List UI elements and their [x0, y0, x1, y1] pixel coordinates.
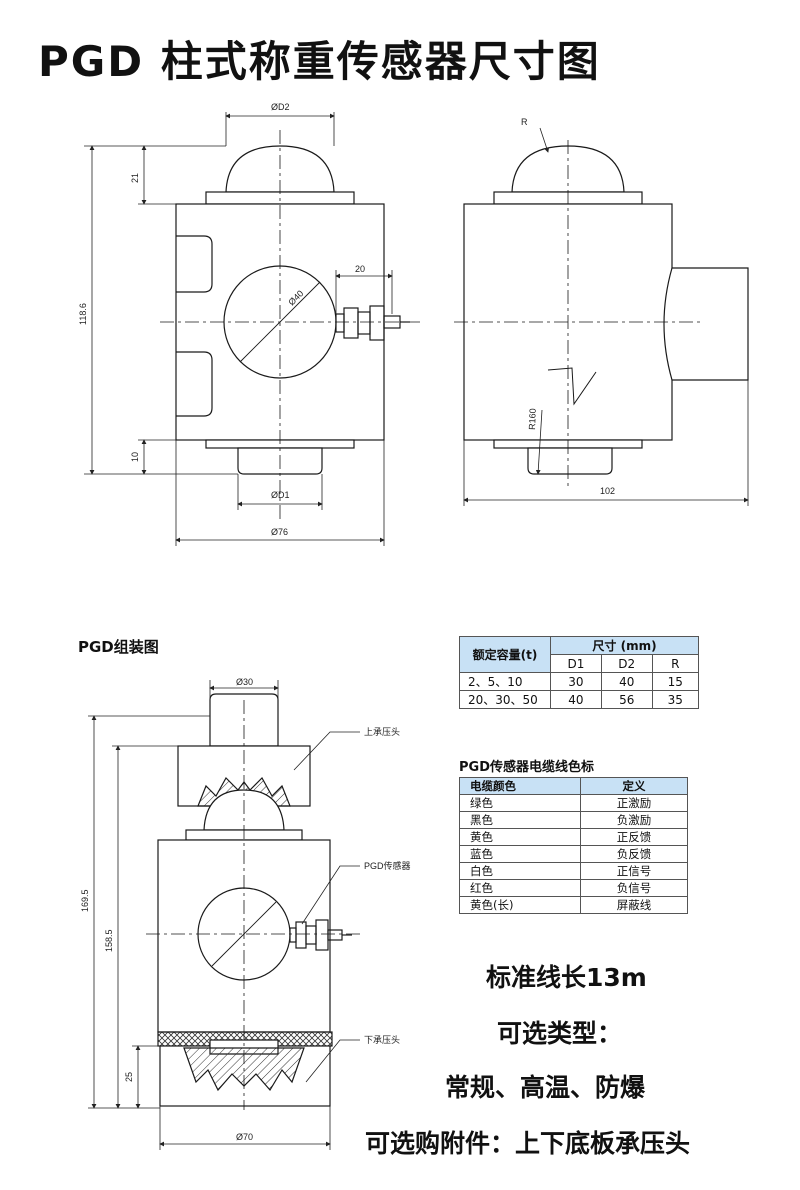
cable-color-cell: 红色 [459, 879, 581, 897]
cable-definition-cell: 负激励 [580, 811, 688, 829]
label-d2: ØD2 [271, 102, 290, 112]
table-row: 绿色正激励 [459, 794, 688, 812]
side-break-line [547, 367, 597, 406]
label-top-dia: Ø30 [236, 677, 253, 687]
cable-definition-cell: 负信号 [580, 879, 688, 897]
side-bottom-boss [527, 447, 613, 475]
assembly-dimensions [88, 680, 331, 1150]
table-row: 黄色正反馈 [459, 828, 688, 846]
d1-cell: 30 [550, 672, 602, 691]
table-row: 20、30、50 40 56 35 [459, 690, 700, 709]
label-assembly-h-bottom: 25 [124, 1072, 134, 1082]
label-assembly-h-mid: 158.5 [104, 929, 114, 952]
cable-color-cell: 蓝色 [459, 845, 581, 863]
cable-table-title: PGD传感器电缆线色标 [459, 760, 594, 775]
callout-lower-head: 下承压头 [364, 1035, 400, 1045]
assembly-connector [289, 919, 352, 951]
callout-upper-head: 上承压头 [364, 727, 400, 737]
side-view [454, 140, 749, 490]
label-conn-offset: 20 [355, 264, 365, 274]
cable-definition-cell: 正反馈 [580, 828, 688, 846]
capacity-cell: 20、30、50 [459, 690, 551, 709]
label-h-bottom: 10 [130, 452, 140, 462]
front-dimensions [84, 112, 393, 546]
options-value: 常规、高温、防爆 [445, 1073, 646, 1102]
capacity-cell: 2、5、10 [459, 672, 551, 691]
table-row: 黑色负激励 [459, 811, 688, 829]
label-radius: R [521, 117, 528, 127]
dimension-drawing: ØD2 21 118.6 Ø40 20 10 ØD1 Ø76 [78, 102, 749, 546]
callout-sensor: PGD传感器 [364, 860, 411, 871]
label-width: 102 [600, 486, 615, 496]
label-d1: ØD1 [271, 490, 290, 500]
page-title: PGD 柱式称重传感器尺寸图 [38, 37, 601, 86]
cable-color-cell: 白色 [459, 862, 581, 880]
cable-definition-cell: 正激励 [580, 794, 688, 812]
cable-table: 电缆颜色 定义 绿色正激励 黑色负激励 黄色正反馈 蓝色负反馈 白色正信号 红色… [459, 777, 688, 914]
r-cell: 35 [651, 690, 700, 709]
label-base-dia: Ø70 [236, 1132, 253, 1142]
cable-color-cell: 黑色 [459, 811, 581, 829]
options-label: 可选类型： [497, 1019, 623, 1048]
cable-color-header: 电缆颜色 [459, 777, 581, 795]
front-view [160, 130, 420, 520]
d1-cell: 40 [550, 690, 602, 709]
side-dimension-labels: R R160 102 [521, 117, 615, 496]
table-row: 蓝色负反馈 [459, 845, 688, 863]
assembly-title: PGD组装图 [78, 638, 159, 656]
cable-color-cell: 黄色(长) [459, 896, 581, 914]
side-dimensions [463, 127, 749, 506]
label-h-total: 118.6 [78, 303, 88, 325]
label-assembly-h-total: 169.5 [80, 889, 90, 912]
label-r160: R160 [527, 408, 538, 430]
cable-definition-cell: 屏蔽线 [580, 896, 688, 914]
sub-header-d1: D1 [550, 654, 602, 673]
cable-color-cell: 绿色 [459, 794, 581, 812]
cable-color-cell: 黄色 [459, 828, 581, 846]
d2-cell: 40 [600, 672, 653, 691]
table-row: 白色正信号 [459, 862, 688, 880]
table-row: 黄色(长)屏蔽线 [459, 896, 688, 914]
size-header: 尺寸 (mm) [550, 636, 699, 655]
label-h-top: 21 [130, 173, 140, 183]
standard-cable-text: 标准线长13m [486, 963, 647, 992]
assembly-labels: Ø30 169.5 158.5 25 Ø70 上承压头 PGD传感器 下承压头 [80, 677, 411, 1142]
accessories-text: 可选购附件：上下底板承压头 [365, 1129, 691, 1158]
table-row: 2、5、10 30 40 15 [459, 672, 700, 691]
front-notch-upper [176, 235, 213, 293]
cable-definition-header: 定义 [580, 777, 688, 795]
table-row: 红色负信号 [459, 879, 688, 897]
r-cell: 15 [651, 672, 700, 691]
d2-cell: 56 [600, 690, 653, 709]
capacity-table: 额定容量(t) 尺寸 (mm) D1 D2 R 2、5、10 30 40 15 … [459, 636, 700, 709]
cable-definition-cell: 正信号 [580, 862, 688, 880]
sub-header-d2: D2 [600, 654, 653, 673]
assembly-drawing: Ø30 169.5 158.5 25 Ø70 上承压头 PGD传感器 下承压头 [80, 677, 411, 1150]
sub-header-r: R [651, 654, 700, 673]
side-protrusion [663, 267, 749, 381]
front-connector [335, 305, 410, 341]
front-notch-lower [176, 351, 213, 417]
capacity-header: 额定容量(t) [459, 636, 551, 673]
label-body-dia: Ø76 [271, 527, 288, 537]
cable-definition-cell: 负反馈 [580, 845, 688, 863]
